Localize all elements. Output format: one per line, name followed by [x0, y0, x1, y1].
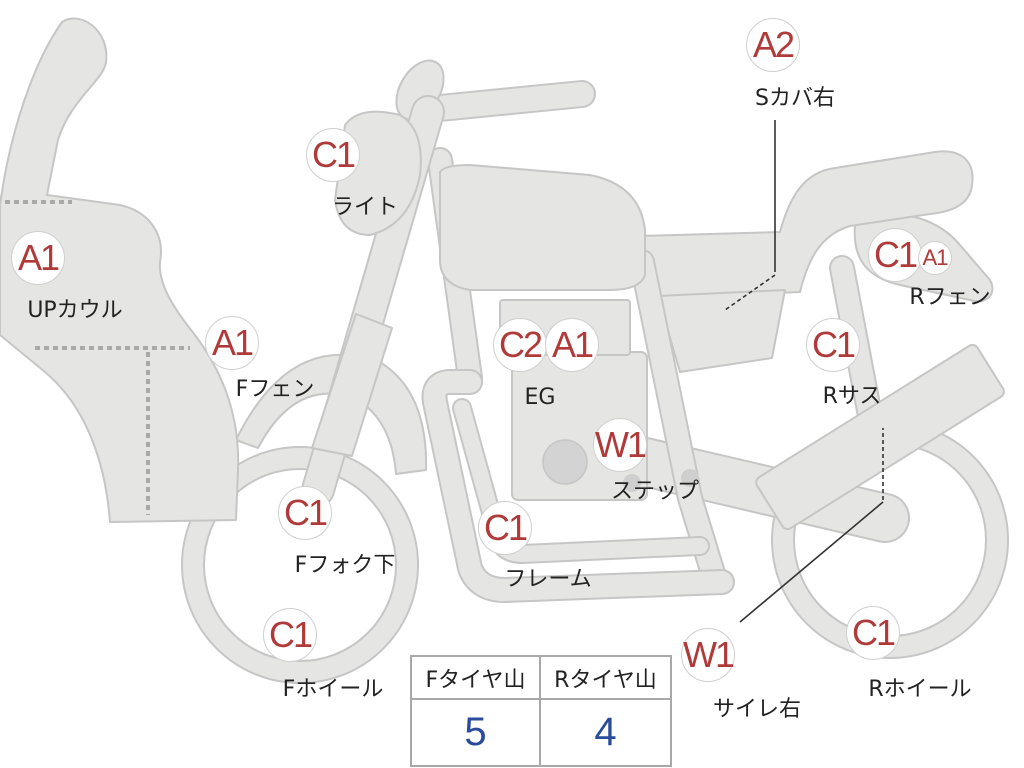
fuel-tank — [440, 165, 645, 290]
label-rear-fender: Rフェン — [909, 285, 990, 311]
code-badge-front-fork-lower: C1 — [278, 486, 332, 540]
label-step: ステップ — [611, 479, 699, 505]
label-upper-cowl: UPカウル — [27, 298, 122, 324]
label-frame: フレーム — [504, 567, 591, 593]
code-badge-upper-cowl: A1 — [11, 231, 65, 285]
code-badge-rear-fender-1: C1 — [868, 228, 922, 282]
tire-tread-table: Fタイヤ山 Rタイヤ山 5 4 — [410, 655, 672, 767]
label-front-fork-lower: Fフォク下 — [295, 553, 396, 579]
rear-tire-header: Rタイヤ山 — [541, 657, 670, 700]
code-badge-front-wheel: C1 — [263, 608, 317, 662]
front-tire-value: 5 — [412, 700, 541, 765]
code-badge-front-fender: A1 — [205, 316, 259, 370]
code-badge-engine-2: A1 — [545, 318, 599, 372]
code-badge-rear-wheel: C1 — [846, 606, 900, 660]
label-light: ライト — [332, 195, 398, 221]
code-badge-step: W1 — [593, 418, 647, 472]
code-badge-light: C1 — [306, 128, 360, 182]
label-muffler-right: サイレ右 — [713, 697, 801, 723]
front-tire-header: Fタイヤ山 — [412, 657, 541, 700]
code-badge-muffler-right: W1 — [681, 628, 735, 682]
label-front-fender: Fフェン — [236, 377, 315, 403]
code-badge-s-cover-right: A2 — [746, 18, 800, 72]
code-badge-rear-suspension: C1 — [806, 318, 860, 372]
code-badge-frame: C1 — [478, 501, 532, 555]
side-cover — [658, 290, 785, 372]
label-engine: EG — [525, 385, 556, 411]
label-rear-wheel: Rホイール — [868, 677, 971, 703]
code-badge-rear-fender-2: A1 — [918, 241, 952, 275]
code-badge-engine-1: C2 — [493, 318, 547, 372]
label-s-cover-right: Sカバ右 — [755, 86, 835, 112]
label-rear-suspension: Rサス — [823, 384, 882, 410]
rear-tire-value: 4 — [541, 700, 670, 765]
label-front-wheel: Fホイール — [283, 677, 384, 703]
